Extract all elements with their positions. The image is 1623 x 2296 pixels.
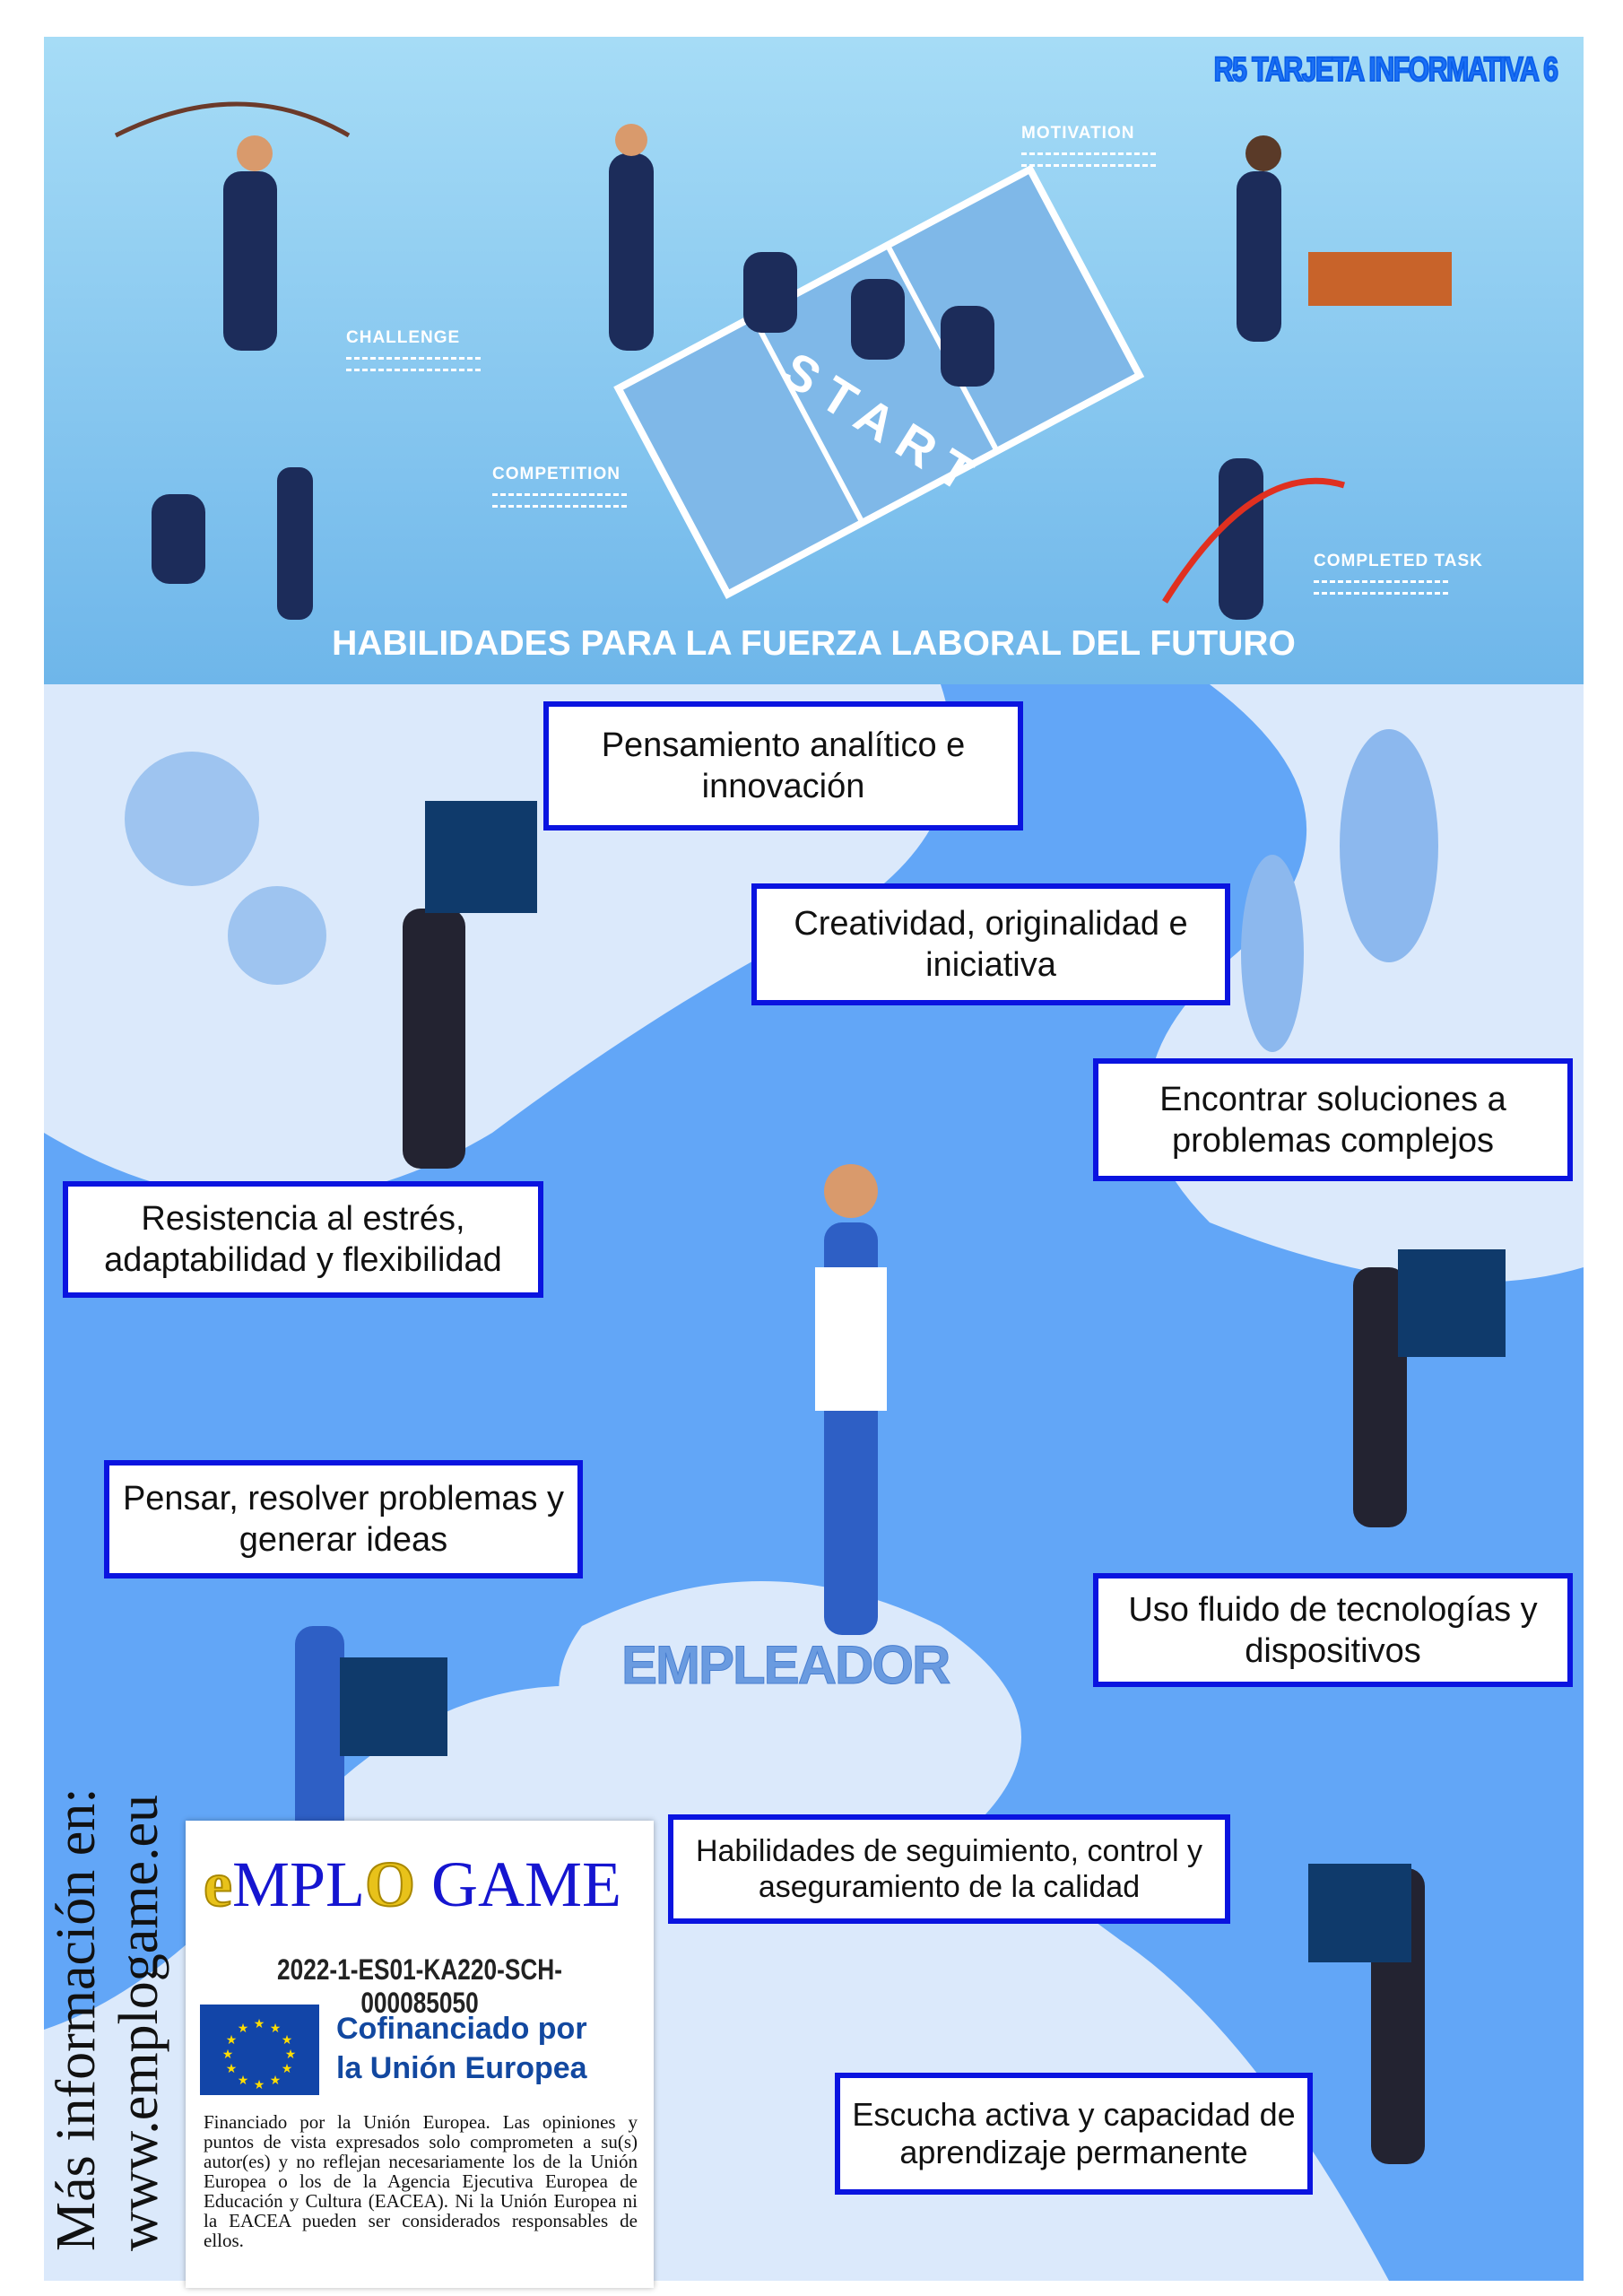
skill-box-problem-solving: Pensar, resolver problemas y generar ide… [104,1460,583,1578]
disclaimer: Financiado por la Unión Europea. Las opi… [204,2111,638,2251]
svg-text:★: ★ [282,2061,293,2075]
people-figures [152,124,1281,620]
banner-title: HABILIDADES PARA LA FUERZA LABORAL DEL F… [332,624,1296,663]
header-banner: R5 TARJETA INFORMATIVA 6 CHALLENGE COMPE… [44,37,1584,684]
svg-text:★: ★ [270,2073,282,2087]
tag-motivation: MOTIVATION [1021,124,1156,167]
svg-text:★: ★ [226,2061,238,2075]
skill-box-quality-control: Habilidades de seguimiento, control y as… [668,1814,1230,1924]
skill-box-technology-use: Uso fluido de tecnologías y dispositivos [1093,1573,1573,1687]
svg-text:★: ★ [254,2016,265,2031]
cofinanced-text: Cofinanciado por la Unión Europea [336,2009,587,2088]
skill-box-creativity: Creatividad, originalidad e iniciativa [751,883,1230,1005]
employer-label: EMPLEADOR [621,1635,950,1696]
funding-panel: eMPLO GAME 2022-1-ES01-KA220-SCH-0000850… [186,1821,654,2288]
skill-box-active-listening: Escucha activa y capacidad de aprendizaj… [835,2073,1313,2195]
svg-text:★: ★ [282,2032,293,2047]
emplogame-logo: eMPLO GAME [203,1848,622,1921]
cofinanced-line2: la Unión Europea [336,2051,587,2085]
svg-text:★: ★ [222,2047,234,2061]
more-info-label: Más información en: [46,1787,107,2251]
skill-box-complex-problems: Encontrar soluciones a problemas complej… [1093,1058,1573,1181]
skill-box-analytical-thinking: Pensamiento analítico e innovación [543,701,1023,831]
svg-text:★: ★ [238,2021,249,2035]
tag-competition: COMPETITION [492,465,627,508]
website-link[interactable]: www.emplogame.eu [108,1794,169,2251]
svg-text:★: ★ [254,2077,265,2092]
project-id: 2022-1-ES01-KA220-SCH-000085050 [277,1953,562,2019]
eu-flag-icon: ★★★★★★ ★★★★★★ [200,2005,319,2095]
start-track [613,164,1145,600]
banner-illustration [114,101,1452,620]
svg-text:★: ★ [285,2047,297,2061]
tag-completed-task: COMPLETED TASK [1314,552,1483,595]
worker-figures [295,801,1506,2164]
more-info: Más información en: www.emplogame.eu [45,1787,170,2251]
skill-box-stress-resistance: Resistencia al estrés, adaptabilidad y f… [63,1181,543,1298]
desk [1308,252,1452,306]
svg-text:★: ★ [238,2073,249,2087]
svg-text:★: ★ [226,2032,238,2047]
card-id: R5 TARJETA INFORMATIVA 6 [1212,50,1558,90]
tag-challenge: CHALLENGE [346,328,481,371]
svg-text:★: ★ [270,2021,282,2035]
cofinanced-line1: Cofinanciado por [336,2012,587,2046]
